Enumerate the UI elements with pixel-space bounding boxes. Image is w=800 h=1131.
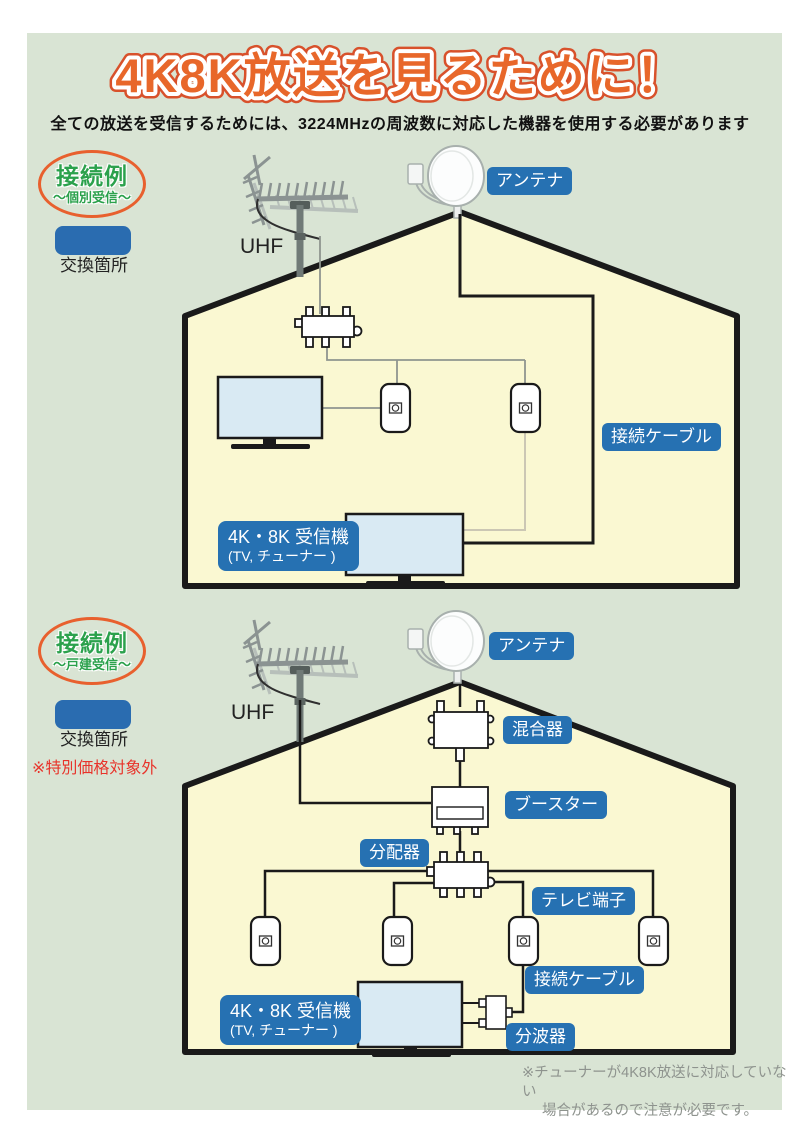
receiver-line1: 4K・8K 受信機 [228,527,350,547]
satellite-dish-icon [407,610,485,684]
cable-uhf-grey [319,236,526,409]
wall-outlet [379,382,412,434]
wall-outlet [637,915,670,967]
legend-swatch [55,226,131,255]
separator-tag: 分波器 [506,1023,575,1051]
wall-outlet [249,915,282,967]
receiver-line1: 4K・8K 受信機 [230,1001,352,1021]
tv-outlet-tag: テレビ端子 [532,887,635,915]
badge-subtitle: ～個別受信～ [52,189,131,205]
warning-note: ※特別価格対象外 [32,760,158,777]
booster-tag: ブースター [505,791,608,819]
legend-label: 交換箇所 [60,256,128,275]
page-title: 4K8K放送を見るために！ 4K8K放送を見るために！ 4K8K放送を見るために… [109,43,689,109]
uhf-label: UHF [231,701,275,724]
legend-swatch [55,700,131,729]
svg-text:4K8K放送を見るために！: 4K8K放送を見るために！ [115,49,684,102]
receiver-tag: 4K・8K 受信機 (TV, チューナー ) [220,995,362,1046]
tv-icon [356,980,464,1057]
cable-outlet-to-tv-light [463,433,526,531]
mixer-tag: 混合器 [503,716,572,744]
wall-outlet [381,915,414,967]
satellite-dish-icon [407,145,485,219]
badge-title: 接続例 [56,629,128,656]
note-line1: ※チューナーが4K8K放送に対応していない [522,1065,787,1100]
antenna-tag: アンテナ [487,167,573,195]
note-text: ※チューナーが4K8K放送に対応していない 場合があるので注意が必要です。 [522,1064,800,1121]
receiver-line2: (TV, チューナー ) [230,1021,338,1038]
tv-icon [216,375,324,449]
badge-individual-reception: 接続例 ～個別受信～ [38,150,146,218]
badge-title: 接続例 [56,162,128,189]
house-1 [182,209,740,589]
svg-text:4K8K放送を見るために！: 4K8K放送を見るために！ [115,49,684,102]
wall-outlet [509,382,542,434]
separator-device [478,995,513,1030]
legend-label: 交換箇所 [60,730,128,749]
svg-text:4K8K放送を見るために！: 4K8K放送を見るために！ [115,49,684,102]
badge-detached-house-reception: 接続例 ～戸建受信～ [38,617,146,685]
cable-tag: 接続ケーブル [602,423,721,451]
badge-subtitle: ～戸建受信～ [52,656,131,672]
note-line2: 場合があるので注意が必要です。 [542,1102,759,1119]
uhf-label: UHF [240,235,284,258]
receiver-tag: 4K・8K 受信機 (TV, チューナー ) [218,521,360,572]
mixer-device [427,700,495,762]
distributor-tag: 分配器 [360,839,429,867]
booster-device [431,786,489,835]
distributor-device [426,851,496,898]
receiver-line2: (TV, チューナー ) [228,547,336,564]
cable-tag: 接続ケーブル [525,966,644,994]
antenna-tag: アンテナ [489,632,575,660]
mixer-device-house1 [294,306,363,348]
wall-outlet [507,915,540,967]
cable-antenna-to-tv [458,214,595,545]
page-subtitle: 全ての放送を受信するためには、3224MHzの周波数に対応した機器を使用する必要… [50,116,750,133]
tv-icon [344,512,465,586]
